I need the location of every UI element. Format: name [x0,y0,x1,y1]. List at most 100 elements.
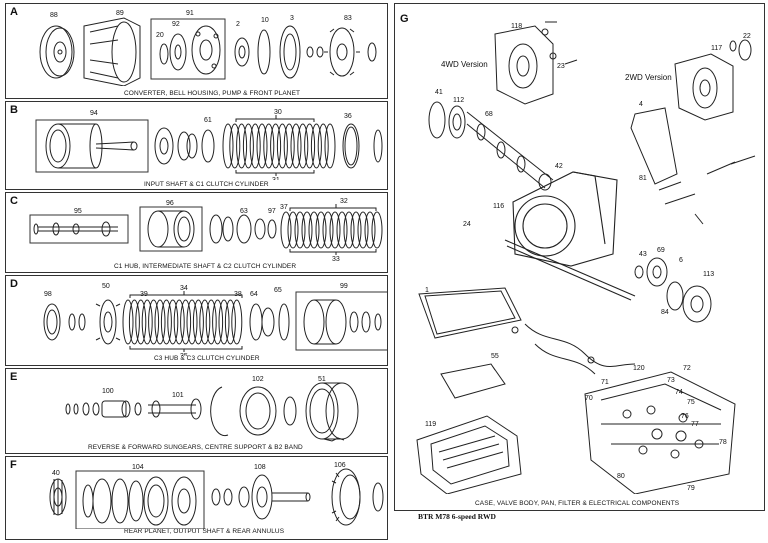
part-label: 74 [675,389,683,396]
clutch-plate [167,299,179,345]
part-label: 73 [667,377,675,384]
section-letter: B [10,104,18,116]
section-letter: C [10,195,18,207]
part-label: 20 [156,32,164,39]
part-numbers: 40 104 108 106 [52,462,346,477]
transmission-case [504,171,636,301]
section-c-panel: C 95 96 63 97 37 32 33 [5,192,388,273]
part-label: 83 [344,15,352,22]
clutch-plate [148,299,160,345]
part-label: 100 [102,388,114,395]
bracket [129,291,243,298]
part-label: 4 [639,101,643,108]
part-label: 37 [280,204,288,211]
clutch-plate [222,123,234,169]
section-caption: INPUT SHAFT & C1 CLUTCH CYLINDER [144,181,269,188]
sungears [65,398,202,420]
clutch-plate [329,211,341,249]
part-label: 63 [240,208,248,215]
clutch-plate [350,211,362,249]
rear-components [634,257,712,323]
section-caption: REVERSE & FORWARD SUNGEARS, CENTRE SUPPO… [88,444,303,451]
bell-housing [83,17,141,86]
part-label: 104 [132,464,144,471]
bracket [129,346,243,352]
input-shaft-callout-box [35,119,149,173]
c3-clutch-pack [122,299,243,345]
bracket [235,115,315,122]
intermediate-shaft-callout-box [29,214,129,244]
part-label: 30 [274,109,282,116]
pump-parts [159,25,221,75]
clutch-plate [294,211,306,249]
part-label: 95 [74,208,82,215]
part-label: 33 [332,256,340,263]
bracket [289,249,377,255]
clutch-plate [135,299,147,345]
clutch-plate [242,123,254,169]
clutch-plate [336,211,348,249]
clutch-plate [304,123,316,169]
clutch-plate [308,211,320,249]
clutch-plate [324,123,336,169]
part-label: 84 [661,309,669,316]
clutch-plate [122,299,134,345]
part-label: 31 [272,177,280,180]
case-gasket [630,107,678,185]
part-label: 94 [90,110,98,117]
c1-clutch-pack [222,123,336,169]
clutch-plate [180,299,192,345]
part-label: 72 [683,365,691,372]
section-f-diagram: 40 104 108 106 [49,462,384,529]
part-label: 3 [290,15,294,22]
c2-parts [209,214,277,244]
clutch-plate [287,211,299,249]
part-label: 24 [463,221,471,228]
oil-pan [416,415,522,494]
centre-support [210,386,297,437]
clutch-plate [256,123,268,169]
c3-piston-parts [249,303,290,341]
section-letter: F [10,459,17,471]
part-label: 39 [140,291,148,298]
part-label: 38 [234,291,242,298]
part-label: 91 [186,10,194,17]
clutch-plate [310,123,322,169]
part-label: 99 [340,283,348,290]
section-d-panel: D 98 50 39 34 38 64 65 9 [5,275,388,366]
part-label: 108 [254,464,266,471]
part-label: 69 [657,247,665,254]
part-label: 113 [703,271,714,278]
part-label: 68 [485,111,493,118]
part-label: 2 [236,21,240,28]
pan-gasket [418,287,522,339]
section-f-panel: F 40 104 108 106 [5,456,388,540]
section-d-diagram: 98 50 39 34 38 64 65 99 35 [43,283,387,356]
clutch-plate [218,299,230,345]
clutch-plate [224,299,236,345]
version-label-4wd: 4WD Version [441,60,488,69]
clutch-plate [249,123,261,169]
c1-hub-callout-box [139,206,203,252]
part-label: 96 [166,200,174,207]
section-caption: CONVERTER, BELL HOUSING, PUMP & FRONT PL… [124,90,301,97]
section-letter: A [10,6,18,18]
section-caption: CASE, VALVE BODY, PAN, FILTER & ELECTRIC… [475,500,680,507]
part-label: 51 [318,376,326,383]
part-label: 70 [585,395,593,402]
part-numbers: 118 117 22 23 41 112 68 4 42 81 116 24 1… [425,23,751,492]
part-label: 88 [50,12,58,19]
part-label: 98 [44,291,52,298]
part-label: 42 [555,163,563,170]
clutch-plate [205,299,217,345]
part-label: 116 [493,203,504,210]
torque-converter [39,25,75,79]
section-g-diagram: 118 117 22 23 41 112 68 4 42 81 116 24 1… [416,21,756,494]
part-label: 32 [340,198,348,205]
fasteners [545,21,756,225]
part-numbers: 100 101 102 51 [102,376,326,399]
clutch-plate [160,299,172,345]
part-label: 89 [116,10,124,17]
part-label: 80 [617,473,625,480]
clutch-plate [317,123,329,169]
